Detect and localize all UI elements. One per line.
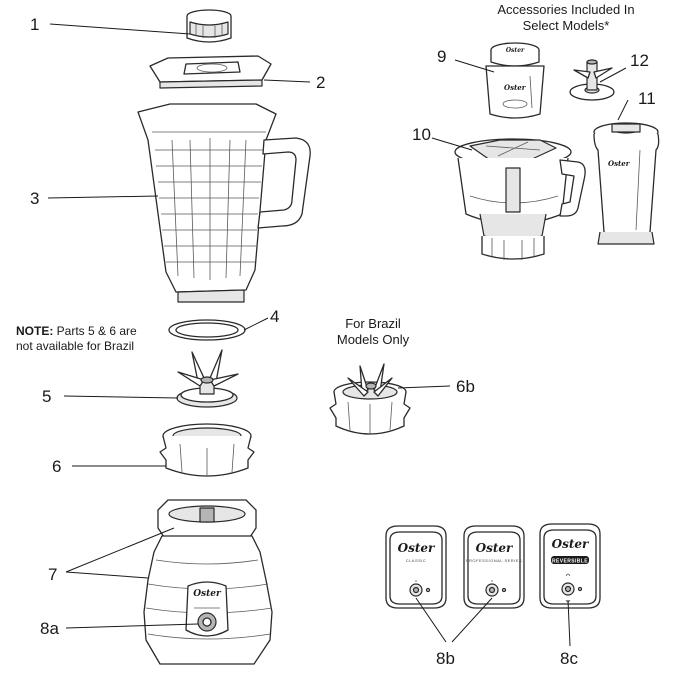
part-number-6: 6 (52, 457, 61, 476)
part-number-9: 9 (437, 47, 446, 66)
note-text-line2: not available for Brazil (16, 339, 135, 353)
note-text: Parts 5 & 6 are (53, 324, 137, 338)
brazil-note: NOTE: Parts 5 & 6 are not available for … (16, 324, 137, 354)
base-brand: Oster (193, 589, 222, 599)
base-variant-professional: Oster PROFESSIONAL SERIES (463, 525, 525, 609)
brazil-jar-bottom (329, 363, 411, 435)
part-number-8b: 8b (436, 649, 455, 668)
lid (149, 55, 272, 89)
professional-brand: Oster (476, 541, 514, 555)
blender-jar (137, 103, 311, 303)
callout-lines (47, 23, 629, 647)
part-number-8a: 8a (40, 619, 59, 638)
mini-jar-brand: Oster (506, 47, 525, 54)
brazil-header: For Brazil Models Only (318, 316, 428, 348)
classic-brand: Oster (398, 541, 436, 555)
jar-bottom-cap (159, 423, 255, 477)
food-processor-bowl (454, 138, 586, 260)
accessories-header-line2: Select Models* (522, 18, 610, 33)
base-variant-reversible: Oster REVERSIBLE (539, 523, 601, 609)
part-number-6b: 6b (456, 377, 475, 396)
filler-cap (186, 9, 232, 43)
brazil-header-line2: Models Only (336, 332, 410, 347)
part-number-11: 11 (638, 89, 656, 108)
part-number-2: 2 (316, 73, 325, 92)
reversible-label: REVERSIBLE (552, 559, 588, 565)
reversible-brand: Oster (552, 537, 590, 551)
part-number-1: 1 (30, 15, 39, 34)
tall-blending-jar: Oster (593, 122, 660, 245)
accessories-header-line1: Accessories Included In (497, 2, 635, 17)
part-number-8c: 8c (560, 649, 578, 668)
part-number-7: 7 (48, 565, 57, 584)
mini-blend-jar: Oster Oster (485, 42, 545, 119)
food-processor-blade (569, 59, 615, 101)
part-number-4: 4 (270, 307, 279, 326)
part-number-3: 3 (30, 189, 39, 208)
base-variant-classic: Oster CLASSIC (385, 525, 447, 609)
accessories-header: Accessories Included In Select Models* (466, 2, 666, 34)
sealing-ring (168, 319, 246, 341)
mini-jar-body-brand: Oster (504, 83, 527, 92)
brazil-header-line1: For Brazil (345, 316, 401, 331)
professional-label: PROFESSIONAL SERIES (466, 558, 522, 563)
note-label: NOTE: (16, 324, 54, 338)
part-number-12: 12 (630, 51, 649, 70)
part-number-5: 5 (42, 387, 51, 406)
classic-label: CLASSIC (406, 558, 427, 563)
tall-jar-brand: Oster (608, 159, 631, 168)
part-number-10: 10 (412, 125, 431, 144)
blade-assembly (176, 349, 239, 408)
motor-base: Oster (143, 499, 273, 665)
